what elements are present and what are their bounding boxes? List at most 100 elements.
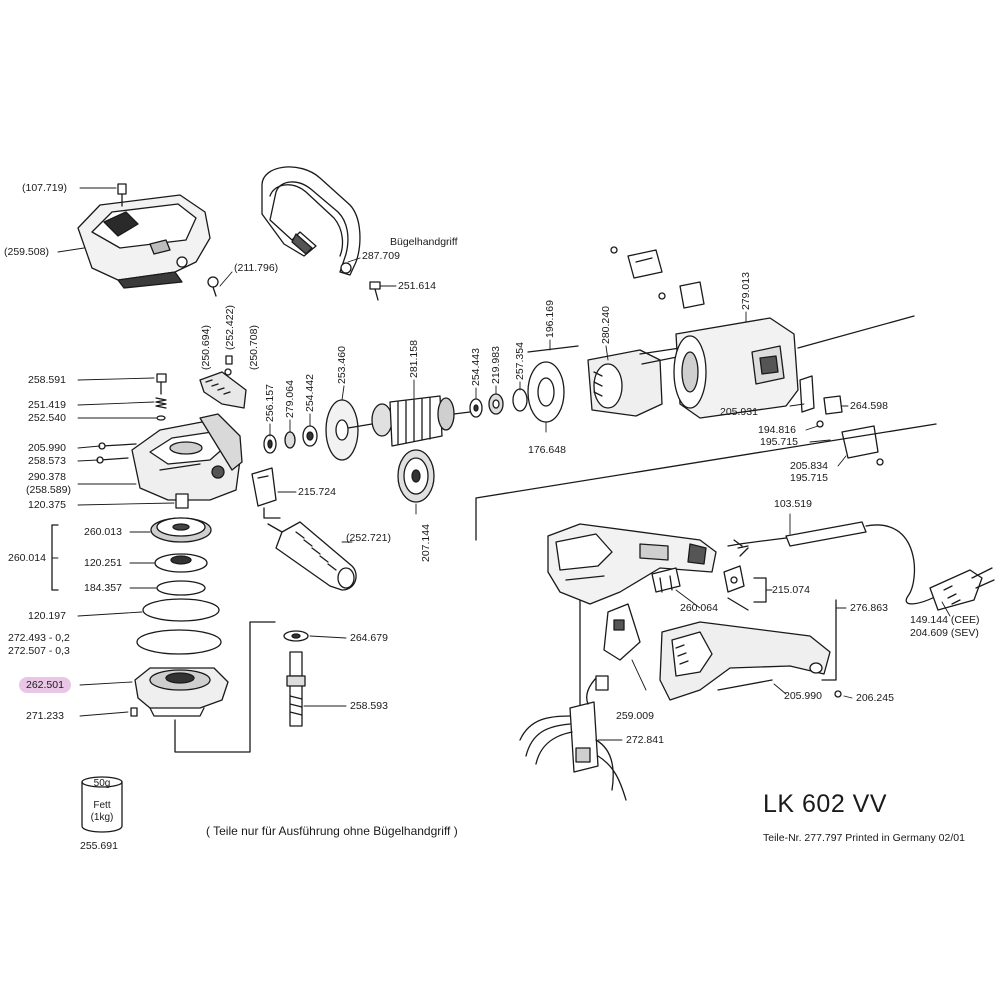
- screw-107719: [117, 183, 127, 207]
- screw-205990-left: [98, 442, 137, 450]
- housing-leader-line: [797, 315, 915, 349]
- label-260064: 260.064: [680, 602, 718, 614]
- footnote-parts-without-bow-handle: ( Teile nur für Ausführung ohne Bügelhan…: [206, 824, 458, 838]
- label-287709: 287.709: [362, 250, 400, 262]
- label-120197: 120.197: [28, 610, 66, 622]
- label-207144: 207.144: [420, 524, 432, 562]
- motor-housing-279013: [673, 317, 799, 419]
- bolt-196169: [527, 345, 579, 353]
- label-206245: 206.245: [856, 692, 894, 704]
- label-272841: 272.841: [626, 734, 664, 746]
- label-257354: 257.354: [514, 342, 526, 380]
- bearing-254443: [469, 398, 483, 418]
- brush-holders: [610, 246, 705, 309]
- grease-weight: 50g: [93, 778, 111, 789]
- label-149144: 149.144 (CEE): [910, 614, 980, 626]
- lock-button-250694: [199, 371, 247, 409]
- handle-cover-276863: [659, 621, 831, 701]
- label-256157: 256.157: [264, 384, 276, 422]
- label-259009: 259.009: [616, 710, 654, 722]
- label-103519: 103.519: [774, 498, 812, 510]
- side-handle-252721: [267, 521, 357, 591]
- bevel-gear-260013: [150, 517, 212, 543]
- label-194816: 194.816: [758, 424, 796, 436]
- bracket-260014: [51, 524, 59, 591]
- label-253460: 253.460: [336, 346, 348, 384]
- pin-250708: [225, 355, 233, 365]
- spring-252422: [224, 368, 232, 376]
- leader-lines: [51, 187, 951, 741]
- washer-252540: [156, 415, 166, 421]
- screw-206245: [834, 690, 842, 698]
- plug-149144: [929, 567, 995, 611]
- armature-281158: [347, 395, 471, 447]
- label-280240: 280.240: [600, 306, 612, 344]
- screw-271233: [130, 707, 138, 717]
- ring-120197: [142, 598, 220, 622]
- label-250708: (250.708): [248, 325, 260, 370]
- label-271233: 271.233: [26, 710, 64, 722]
- handle-housing-276863: [547, 523, 717, 605]
- label-251614: 251.614: [398, 280, 436, 292]
- label-184357: 184.357: [84, 582, 122, 594]
- label-258593: 258.593: [350, 700, 388, 712]
- bearing-279064: [284, 431, 296, 449]
- label-205931: 205.931: [720, 406, 758, 418]
- label-120375: 120.375: [28, 499, 66, 511]
- bushing-120375: [175, 493, 189, 509]
- label-262501-highlighted: 262.501: [19, 677, 71, 693]
- label-120251: 120.251: [84, 557, 122, 569]
- label-205990-left: 205.990: [28, 442, 66, 454]
- brush-assembly-205931: [799, 375, 843, 428]
- bracket-alt-parts: [174, 621, 276, 753]
- label-211796: (211.796): [234, 262, 279, 274]
- field-coil-280240: [587, 347, 683, 417]
- bearing-120251: [154, 553, 208, 573]
- label-279064: 279.064: [284, 380, 296, 418]
- label-259508: (259.508): [4, 246, 49, 258]
- label-255691: 255.691: [80, 840, 118, 852]
- label-204609: 204.609 (SEV): [910, 627, 979, 639]
- label-264598: 264.598: [850, 400, 888, 412]
- screw-258573: [96, 456, 129, 464]
- label-276863: 276.863: [850, 602, 888, 614]
- clip-leader: [263, 507, 281, 519]
- spring-251419: [155, 397, 167, 409]
- label-215074: 215.074: [772, 584, 810, 596]
- clamp-215074: [723, 565, 749, 611]
- gear-housing-290378: [131, 413, 243, 501]
- label-219983: 219.983: [490, 346, 502, 384]
- shim-272493: [136, 629, 222, 655]
- screw-258591: [156, 373, 167, 395]
- clip-260064: [651, 567, 681, 593]
- grease-tub-255691: [81, 776, 123, 833]
- label-281158: 281.158: [408, 340, 420, 378]
- label-196169: 196.169: [544, 300, 556, 338]
- gear-cover: [77, 194, 211, 289]
- label-215724: 215.724: [298, 486, 336, 498]
- label-290378: 290.378: [28, 471, 66, 483]
- label-252540: 252.540: [28, 412, 66, 424]
- label-176648: 176.648: [528, 444, 566, 456]
- label-272493: 272.493 - 0,2: [8, 632, 70, 644]
- bow-handle: [261, 166, 361, 276]
- washer-264679: [283, 630, 309, 642]
- document-part-number: Teile-Nr. 277.797 Printed in Germany 02/…: [763, 832, 965, 844]
- cover-205834: [841, 425, 884, 466]
- grease-size: (1kg): [90, 812, 114, 823]
- label-254442: 254.442: [304, 374, 316, 412]
- clip-215724: [251, 467, 277, 507]
- label-260014: 260.014: [8, 552, 46, 564]
- label-250694: (250.694): [200, 325, 212, 370]
- bracket-276863: [821, 599, 837, 681]
- baffle-176648: [527, 361, 565, 423]
- screw-251614: [369, 281, 381, 301]
- label-252721: (252.721): [346, 532, 391, 544]
- label-260013: 260.013: [84, 526, 122, 538]
- grease-label: Fett: [93, 800, 111, 811]
- gear-207144: [397, 449, 435, 503]
- label-258589: (258.589): [26, 484, 71, 496]
- screw-205990-right: [717, 679, 773, 691]
- screw-211796: [207, 276, 219, 297]
